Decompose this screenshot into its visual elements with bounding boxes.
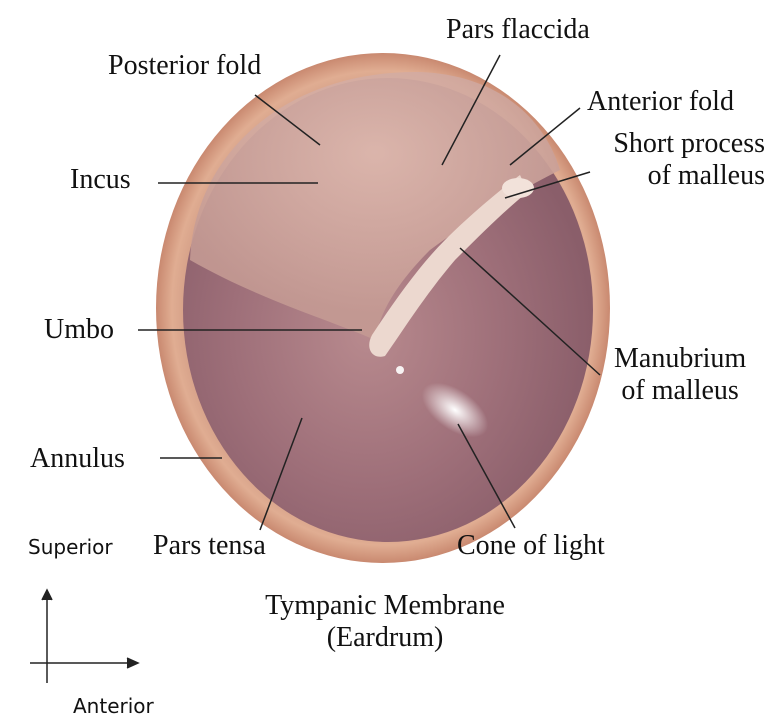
figure-title-line1: Tympanic Membrane: [225, 590, 545, 622]
label-manubrium-line2: of malleus: [614, 375, 746, 407]
orientation-axes: [30, 590, 138, 683]
label-anterior-fold: Anterior fold: [587, 86, 734, 118]
label-umbo: Umbo: [44, 314, 114, 346]
label-annulus: Annulus: [30, 443, 125, 475]
label-manubrium-line1: Manubrium: [614, 343, 746, 375]
label-posterior-fold: Posterior fold: [108, 50, 261, 82]
label-manubrium: Manubrium of malleus: [614, 343, 746, 407]
figure-title: Tympanic Membrane (Eardrum): [225, 590, 545, 654]
axis-label-anterior: Anterior: [73, 694, 154, 718]
short-process-area: [502, 178, 534, 198]
axis-label-superior: Superior: [28, 535, 113, 559]
label-cone-of-light: Cone of light: [457, 530, 605, 562]
label-pars-tensa: Pars tensa: [153, 530, 266, 562]
label-pars-flaccida: Pars flaccida: [446, 14, 590, 46]
label-short-process-line1: Short process: [613, 128, 765, 160]
label-short-process: Short process of malleus: [613, 128, 765, 192]
figure-title-line2: (Eardrum): [225, 622, 545, 654]
label-incus: Incus: [70, 164, 131, 196]
label-short-process-line2: of malleus: [613, 160, 765, 192]
